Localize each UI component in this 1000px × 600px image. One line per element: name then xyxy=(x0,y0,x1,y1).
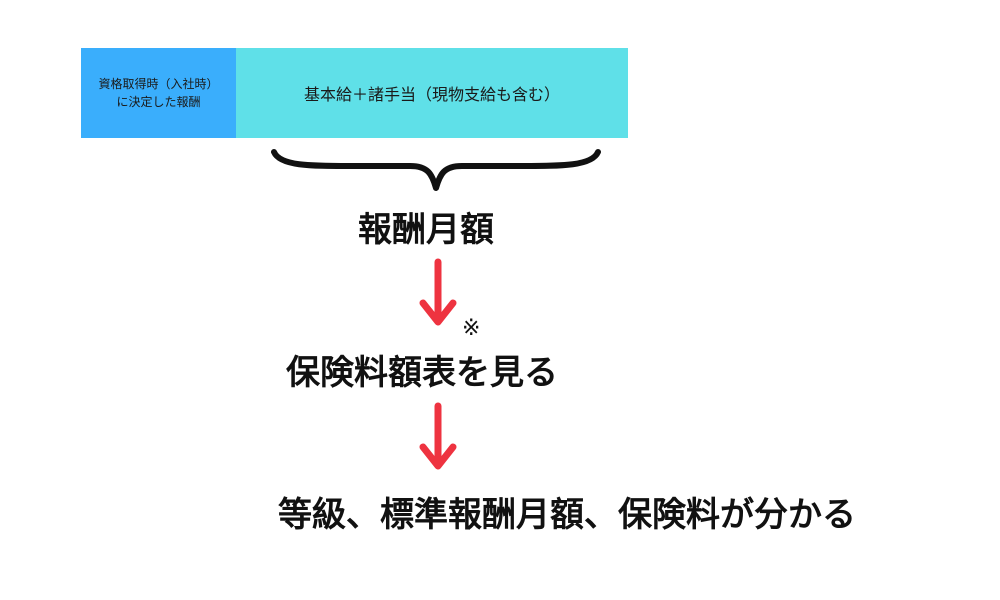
compensation-bar: 資格取得時（入社時） に決定した報酬 基本給＋諸手当（現物支給も含む） xyxy=(81,48,628,138)
result-label: 等級、標準報酬月額、保険料が分かる xyxy=(278,495,856,535)
left-cell-line-1: 資格取得時（入社時） xyxy=(98,77,219,91)
right-cell-text: 基本給＋諸手当（現物支給も含む） xyxy=(303,85,560,104)
down-arrow-icon xyxy=(419,402,457,470)
left-cell-line-2: に決定した報酬 xyxy=(116,95,201,109)
down-arrow-icon xyxy=(419,258,457,326)
compensation-bar-right-cell: 基本給＋諸手当（現物支給も含む） xyxy=(236,48,628,138)
monthly-pay-label: 報酬月額 xyxy=(358,210,494,250)
view-premium-table-label: 保険料額表を見る xyxy=(286,353,558,393)
curly-brace-icon xyxy=(271,149,601,191)
note-mark: ※ xyxy=(462,316,481,341)
compensation-bar-left-cell: 資格取得時（入社時） に決定した報酬 xyxy=(81,48,236,138)
